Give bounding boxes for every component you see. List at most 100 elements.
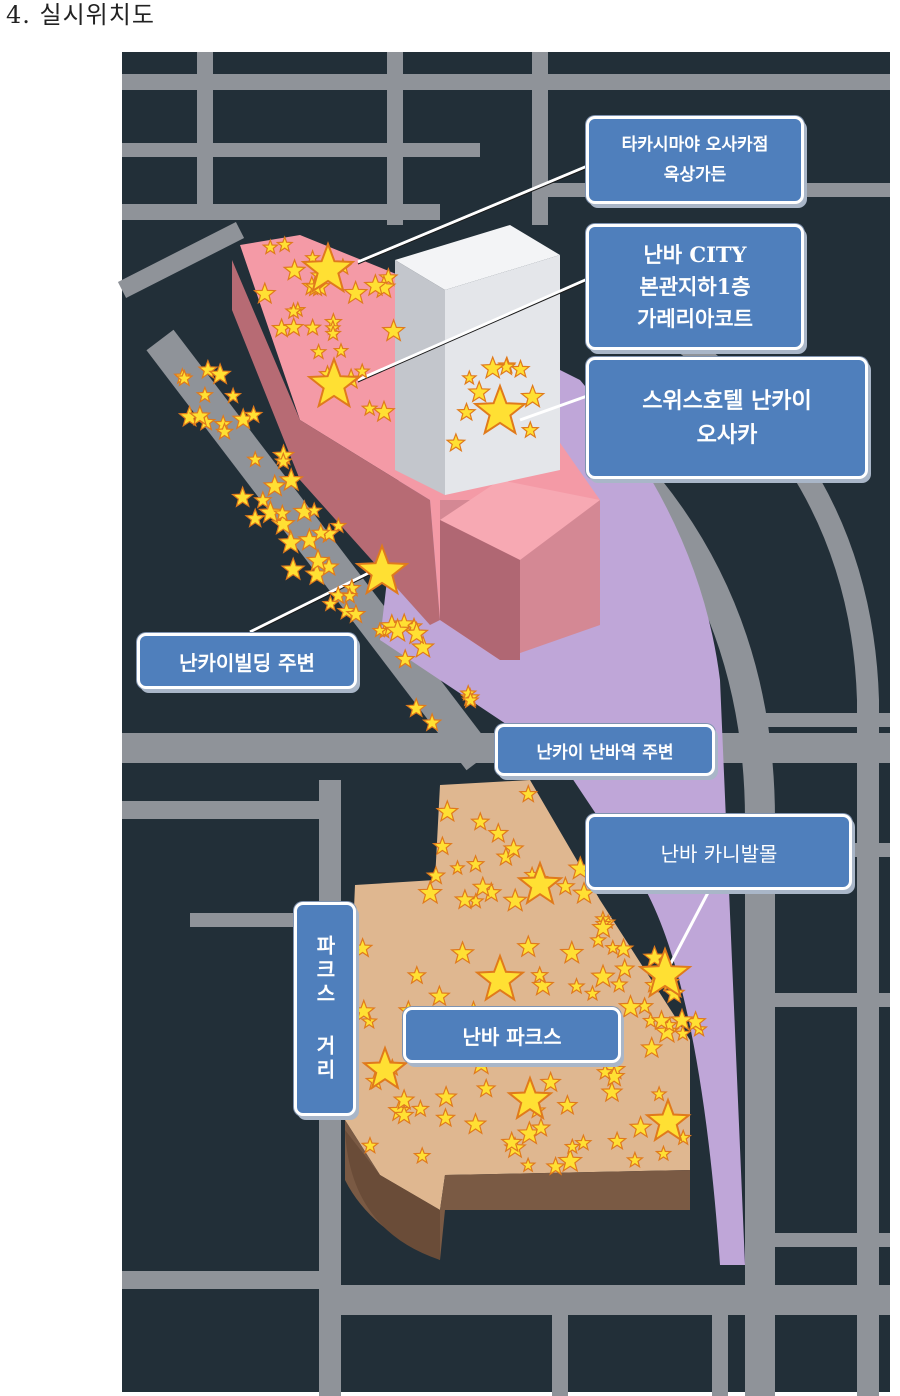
star-marker (393, 1104, 415, 1125)
star-marker (557, 1147, 584, 1173)
callout-namba-parks: 난바 파크스 (403, 1007, 621, 1063)
star-marker (461, 369, 478, 386)
star-marker (378, 266, 399, 287)
leader-lines (249, 163, 714, 966)
star-marker (469, 811, 491, 831)
star-marker (600, 1080, 624, 1103)
star-marker (617, 993, 644, 1019)
star-marker (431, 835, 453, 856)
star-marker (480, 355, 506, 380)
star-marker (461, 690, 480, 709)
star-marker (303, 317, 323, 336)
leader-lines-dark (249, 166, 591, 635)
star-marker (518, 783, 539, 803)
star-marker (406, 964, 428, 985)
star-marker (445, 432, 467, 453)
star-marker (530, 1116, 552, 1137)
star-marker (583, 984, 602, 1002)
star-marker (332, 342, 350, 359)
star-marker (195, 385, 215, 404)
star-marker (283, 316, 305, 337)
star-marker (519, 1156, 537, 1173)
star-marker (563, 1137, 582, 1155)
star-marker (520, 420, 540, 439)
star-marker (284, 301, 303, 320)
star-marker (257, 499, 284, 524)
star-marker (342, 279, 369, 305)
star-marker (590, 963, 616, 988)
star-marker (500, 1130, 524, 1153)
star-marker (673, 1024, 692, 1042)
star-marker (404, 620, 430, 645)
star-marker (410, 1098, 431, 1118)
star-marker (197, 358, 219, 380)
star-marker (246, 450, 265, 468)
star-marker (278, 467, 305, 492)
star-marker (363, 273, 388, 297)
star-marker (609, 974, 629, 993)
star-marker (510, 358, 531, 379)
white-tower (395, 225, 560, 495)
star-marker (188, 404, 212, 426)
star-marker (277, 529, 304, 554)
star-marker (669, 1007, 695, 1031)
star-marker (465, 854, 486, 873)
star-marker (371, 621, 389, 638)
star-marker (554, 875, 576, 896)
star-marker (435, 799, 460, 823)
star-marker (262, 473, 287, 497)
star-marker (273, 451, 293, 470)
star-marker (341, 577, 362, 597)
star-marker (589, 930, 608, 949)
star-marker (625, 1150, 645, 1169)
star-marker (410, 634, 436, 658)
star-marker (487, 822, 510, 844)
star-marker (381, 318, 407, 342)
star-marker (449, 940, 476, 965)
callout-namba-city: 난바 CITY 본관지하1층 가레리아코트 (586, 224, 804, 350)
star-marker (360, 1012, 379, 1030)
star-marker (223, 386, 243, 404)
star-marker (654, 1144, 673, 1162)
star-marker (471, 875, 495, 898)
star-marker (340, 586, 359, 604)
star-marker (417, 879, 444, 905)
star-marker (261, 238, 279, 255)
star-marker (574, 1133, 593, 1152)
star-marker (354, 543, 410, 596)
star-marker (456, 401, 477, 422)
star-marker (174, 368, 194, 387)
callout-nankai-building: 난카이빌딩 주변 (137, 633, 357, 689)
callout-namba-carnival-mall: 난바 카니발몰 (586, 814, 852, 890)
callout-nankai-namba-station: 난카이 난바역 주변 (495, 724, 715, 776)
stars-layer (173, 235, 708, 1176)
star-marker (421, 712, 443, 732)
star-marker (272, 503, 292, 522)
star-marker (275, 235, 294, 253)
star-marker (650, 1009, 673, 1031)
star-marker (472, 383, 528, 436)
star-marker (282, 258, 307, 281)
star-marker (506, 1075, 554, 1121)
star-marker (474, 953, 526, 1002)
star-marker (453, 888, 477, 910)
star-marker (595, 1062, 615, 1081)
star-marker (463, 1112, 488, 1135)
star-marker (394, 648, 416, 669)
star-marker (639, 1036, 664, 1059)
star-marker (360, 1135, 380, 1154)
star-marker (475, 1077, 497, 1098)
star-marker (434, 1107, 457, 1128)
star-marker (328, 585, 349, 605)
star-marker (384, 617, 411, 643)
star-marker (628, 1114, 653, 1139)
star-marker (345, 603, 367, 624)
star-marker (545, 1155, 566, 1176)
star-marker (300, 241, 356, 294)
star-marker (637, 946, 693, 999)
star-marker (353, 362, 371, 379)
star-marker (559, 939, 585, 964)
callout-takashimaya: 타카시마야 오사카점 옥상가든 (586, 116, 804, 204)
star-marker (650, 1085, 668, 1102)
